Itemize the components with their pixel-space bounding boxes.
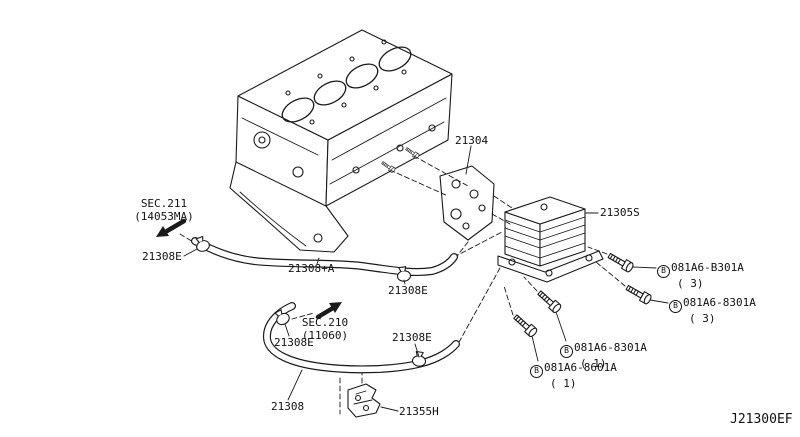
callout-sec211[interactable]: SEC.211 (14053MA) [130,197,198,223]
callout-hose-upper[interactable]: 21308+A [288,262,335,275]
callout-sec210[interactable]: SEC.210 (11060) [297,316,353,342]
callout-hose-bracket[interactable]: 21355H [399,405,439,418]
bolt-4-code: 081A6-8601A [544,361,617,374]
sec210-title: SEC.210 [301,316,349,329]
bolt-3-qty: ( 1) [580,356,607,370]
sec211-arrow-icon [156,218,187,237]
hose-bracket-21355h-part [347,383,381,418]
bolt-1-qty: ( 3) [677,276,704,290]
bolt-icon [535,288,563,315]
hose-21308a-part [191,237,458,277]
bolt-symbol-icon: B [669,299,682,313]
bolt-1-code: 081A6-B301A [671,261,744,274]
diagram-code: J21300EF [730,412,793,427]
sec211-title: SEC.211 [140,197,188,210]
bolt-icon [624,282,653,306]
callout-clamp-4[interactable]: 21308E [392,331,432,344]
hose-clamp-icon [411,350,428,368]
sec211-sub: (14053MA) [134,209,194,223]
bolt-2-code: 081A6-8301A [683,296,756,309]
leader-lines [183,145,669,412]
assembly-dashed-lines [179,155,626,415]
bolt-symbol-icon: B [657,264,670,278]
callout-clamp-2[interactable]: 21308E [388,284,428,297]
sec210-arrow-icon [315,302,342,320]
callout-part-21305s[interactable]: 21305S [600,206,640,219]
bolt-symbol-icon: B [530,364,543,378]
hose-21308-part [263,302,460,374]
callout-clamp-3[interactable]: 21308E [274,336,314,349]
bolt-icon [606,250,635,274]
bracket-21304-part [439,165,495,241]
callout-hose-lower[interactable]: 21308 [271,400,305,413]
bolt-2-qty: ( 3) [689,311,716,325]
bolt-icon [511,312,539,339]
sec210-sub: (11060) [301,328,349,342]
bolt-3-code: 081A6-8301A [574,341,647,354]
bolt-4-qty: ( 1) [550,376,577,390]
engine-block [229,29,453,253]
callout-part-21304[interactable]: 21304 [455,134,489,147]
oil-cooler-part [497,196,604,283]
bolt-symbol-icon: B [560,344,573,358]
callout-clamp-1[interactable]: 21308E [142,250,182,263]
